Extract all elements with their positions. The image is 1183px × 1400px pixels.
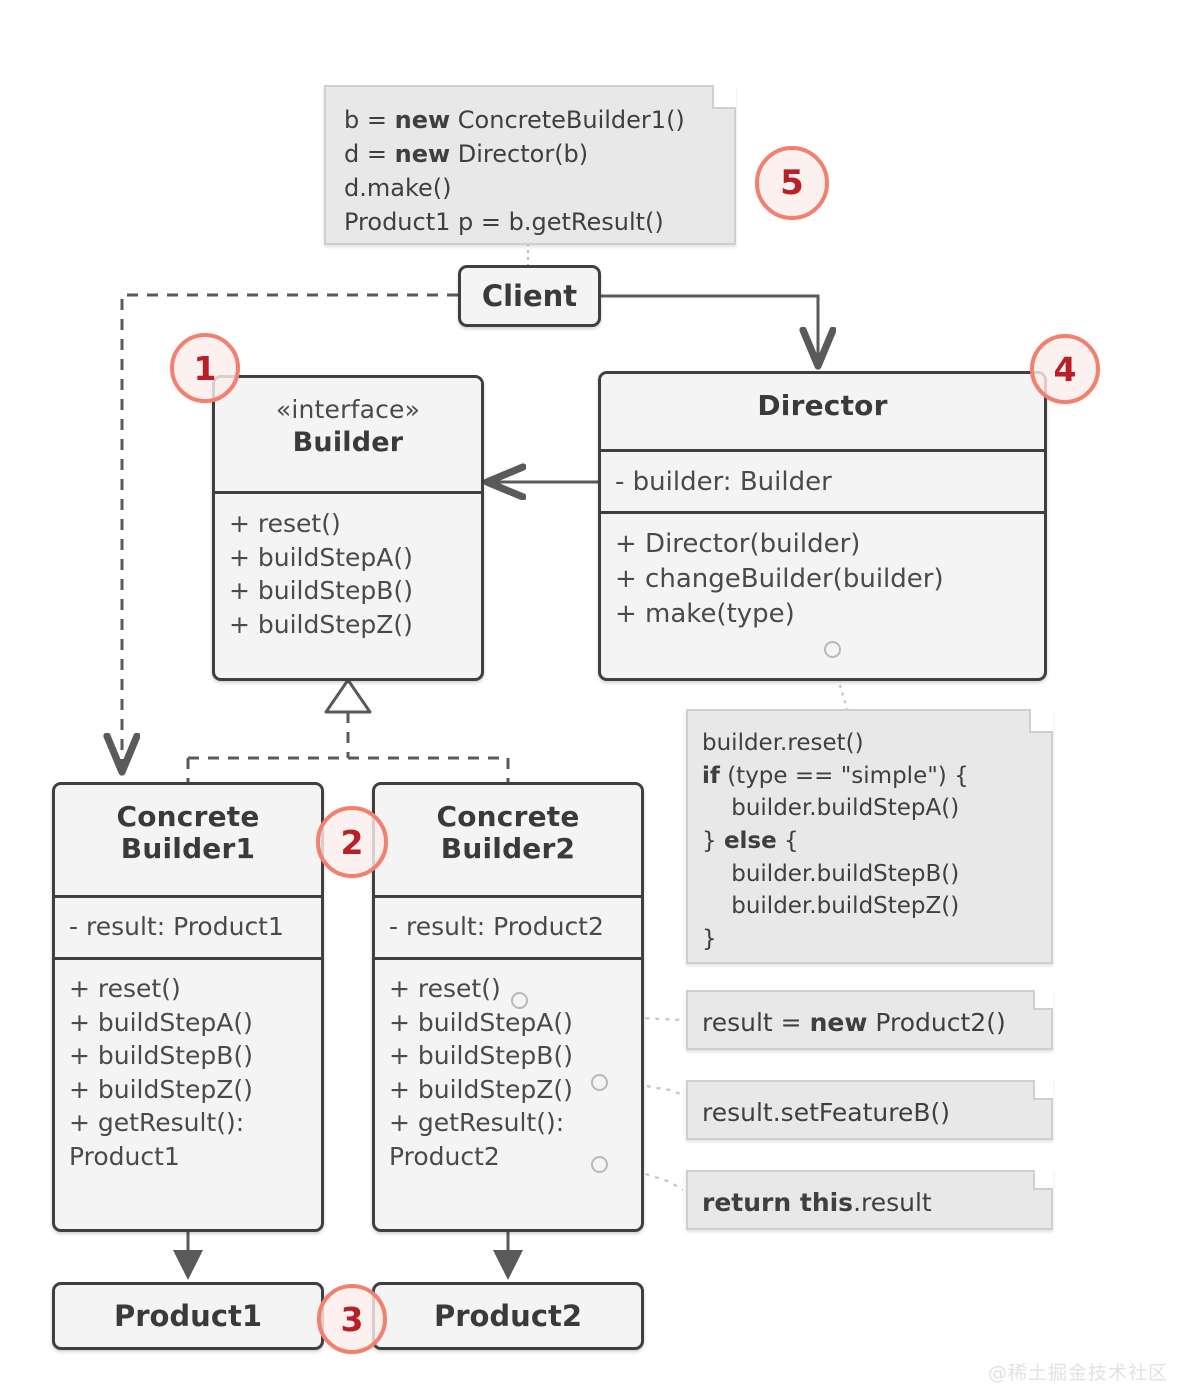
- member-row: - result: Product1: [69, 912, 284, 941]
- director-code-text: builder.reset() if (type == "simple") { b…: [702, 727, 1037, 956]
- method-note-buildstepb: result.setFeatureB(): [686, 1080, 1053, 1140]
- note-fold-corner: [1033, 990, 1053, 1010]
- badge-2-number: 2: [340, 822, 364, 862]
- class-builder-stereotype: «interface»: [275, 395, 421, 424]
- badge-4: 4: [1030, 334, 1100, 404]
- badge-5-number: 5: [780, 163, 804, 203]
- method-note-buildstepb-text: result.setFeatureB(): [702, 1095, 1037, 1131]
- client-code-note: b = new ConcreteBuilder1() d = new Direct…: [324, 85, 736, 245]
- class-director[interactable]: Director - builder: Builder + Director(b…: [598, 371, 1047, 681]
- member-row: + buildStepB(): [229, 576, 413, 605]
- member-row: - result: Product2: [389, 912, 604, 941]
- member-row: + make(type): [615, 598, 795, 629]
- member-row: + changeBuilder(builder): [615, 563, 944, 594]
- lollipop-getresult: [591, 1156, 608, 1173]
- member-row: + getResult(): Product2: [389, 1108, 565, 1171]
- method-note-getresult-text: return this.result: [702, 1185, 1037, 1221]
- class-cb2-name-line1: Concrete: [436, 800, 580, 833]
- note-fold-corner: [1033, 1080, 1053, 1100]
- note-fold-corner: [1029, 709, 1053, 733]
- class-director-fields: - builder: Builder: [601, 449, 1044, 511]
- class-product1[interactable]: Product1: [52, 1282, 324, 1350]
- member-row: + reset(): [229, 509, 341, 538]
- code-line: b = new ConcreteBuilder1(): [344, 106, 685, 134]
- code-line: builder.buildStepZ(): [702, 893, 960, 920]
- method-note-reset-text: result = new Product2(): [702, 1005, 1037, 1041]
- lollipop-reset: [511, 992, 528, 1009]
- class-cb2-header: Concrete Builder2: [375, 785, 641, 895]
- member-row: + buildStepA(): [229, 542, 413, 572]
- member-row: + buildStepB(): [69, 1041, 253, 1070]
- class-cb1-header: Concrete Builder1: [55, 785, 321, 895]
- code-line: d = new Director(b): [344, 140, 589, 169]
- member-row: + Director(builder): [615, 529, 861, 559]
- member-row: + buildStepZ(): [389, 1074, 573, 1104]
- method-note-getresult: return this.result: [686, 1170, 1053, 1230]
- class-product1-label: Product1: [113, 1299, 263, 1333]
- member-row: + buildStepA(): [389, 1007, 573, 1037]
- method-note-reset: result = new Product2(): [686, 990, 1053, 1050]
- class-director-name: Director: [757, 389, 888, 422]
- badge-5: 5: [755, 146, 829, 220]
- class-director-header: Director: [601, 374, 1044, 449]
- class-cb2-fields: - result: Product2: [375, 895, 641, 957]
- code-line: result.setFeatureB(): [702, 1098, 951, 1127]
- badge-2: 2: [316, 806, 388, 878]
- class-cb1-name-line1: Concrete: [116, 800, 260, 833]
- class-builder-header: «interface» Builder: [215, 378, 481, 491]
- wire-client-director: [601, 294, 818, 366]
- member-row: + getResult(): Product1: [69, 1108, 245, 1171]
- code-line: builder.buildStepA(): [702, 795, 960, 822]
- class-builder-name: Builder: [292, 426, 404, 458]
- member-row: + reset(): [69, 974, 181, 1003]
- code-line: d.make(): [344, 174, 452, 203]
- lollipop-make: [824, 641, 841, 658]
- watermark: @稀土掘金技术社区: [988, 1358, 1168, 1385]
- member-row: + buildStepZ(): [69, 1074, 253, 1104]
- member-row: + buildStepZ(): [229, 609, 413, 639]
- badge-3: 3: [317, 1284, 387, 1354]
- class-cb1-name-line2: Builder1: [120, 831, 256, 865]
- class-builder-methods: + reset() + buildStepA() + buildStepB() …: [215, 491, 481, 654]
- class-builder[interactable]: «interface» Builder + reset() + buildSte…: [212, 375, 484, 681]
- code-line: Product1 p = b.getResult(): [344, 208, 664, 237]
- code-line: return this.result: [702, 1188, 932, 1217]
- class-cb2-name-line2: Builder2: [440, 831, 576, 865]
- class-cb1-methods: + reset() + buildStepA() + buildStepB() …: [55, 957, 321, 1185]
- member-row: + buildStepA(): [69, 1007, 253, 1037]
- class-cb2-methods: + reset() + buildStepA() + buildStepB() …: [375, 957, 641, 1185]
- watermark-text: @稀土掘金技术社区: [988, 1362, 1169, 1384]
- badge-1-number: 1: [193, 348, 217, 388]
- class-concrete-builder-1[interactable]: Concrete Builder1 - result: Product1 + r…: [52, 782, 324, 1232]
- class-concrete-builder-2[interactable]: Concrete Builder2 - result: Product2 + r…: [372, 782, 644, 1232]
- member-row: + buildStepB(): [389, 1041, 573, 1070]
- badge-4-number: 4: [1053, 349, 1077, 389]
- member-row: + reset(): [389, 974, 501, 1003]
- class-product2[interactable]: Product2: [372, 1282, 644, 1350]
- class-product2-label: Product2: [433, 1299, 583, 1333]
- code-line: }: [702, 925, 717, 952]
- code-line: builder.buildStepB(): [702, 860, 960, 887]
- client-code-text: b = new ConcreteBuilder1() d = new Direct…: [344, 103, 716, 239]
- class-cb1-fields: - result: Product1: [55, 895, 321, 957]
- code-line: if (type == "simple") {: [702, 762, 969, 789]
- code-line: builder.reset(): [702, 730, 864, 756]
- class-client[interactable]: Client: [458, 265, 601, 327]
- class-director-methods: + Director(builder) + changeBuilder(buil…: [601, 511, 1044, 645]
- badge-3-number: 3: [340, 1299, 364, 1339]
- class-client-label: Client: [481, 279, 578, 313]
- member-row: - builder: Builder: [615, 467, 832, 497]
- realization-triangle: [324, 678, 372, 714]
- note-fold-corner: [1033, 1170, 1053, 1190]
- note-fold-corner: [712, 85, 736, 109]
- director-code-note: builder.reset() if (type == "simple") { b…: [686, 709, 1053, 964]
- code-line: result = new Product2(): [702, 1008, 1006, 1037]
- code-line: } else {: [702, 827, 799, 854]
- lollipop-buildstepb: [591, 1074, 608, 1091]
- badge-1: 1: [170, 333, 240, 403]
